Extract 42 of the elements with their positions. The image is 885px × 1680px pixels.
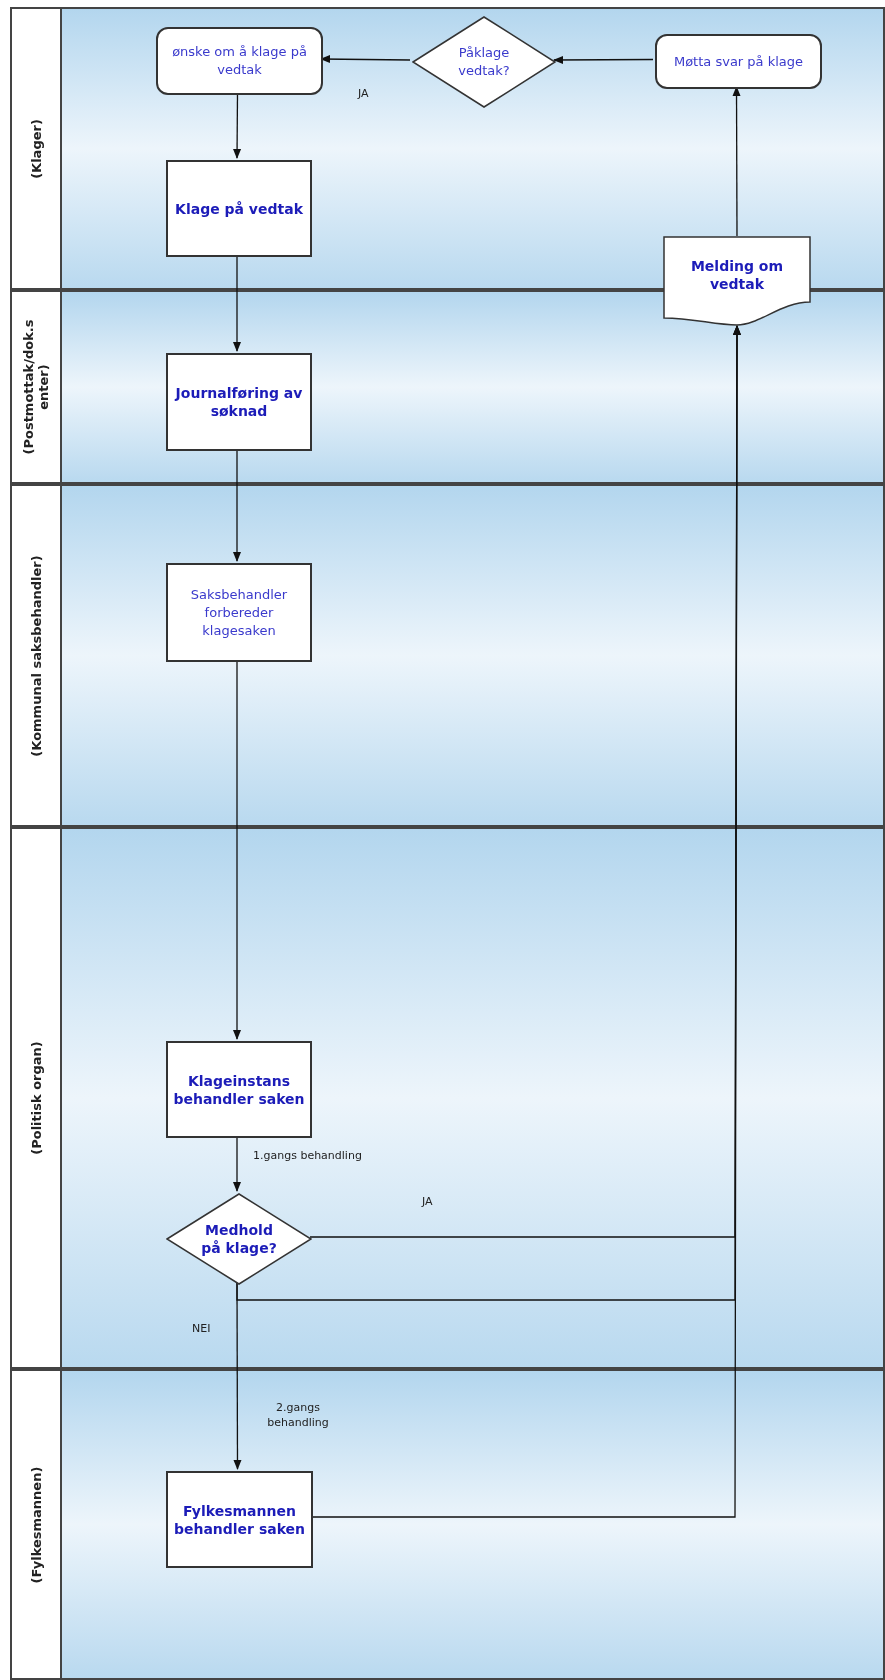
swimlane xyxy=(10,484,885,827)
arrow xyxy=(233,659,241,1040)
arrow xyxy=(233,448,241,562)
swimlane xyxy=(10,1369,885,1680)
arrow xyxy=(233,1135,241,1192)
box-label: Påklage vedtak? xyxy=(457,44,511,80)
process-box xyxy=(166,1041,312,1138)
box-label: Medhold på klage? xyxy=(200,1221,278,1257)
box-label: Klageinstans behandler saken xyxy=(172,1071,306,1108)
arrow xyxy=(732,86,741,237)
lane-label: (Politisk organ) xyxy=(28,1040,44,1157)
process-box xyxy=(166,160,312,257)
process-box xyxy=(166,563,312,662)
arrow xyxy=(310,325,741,1518)
edge-label: JA xyxy=(422,1194,433,1209)
rounded-process-box xyxy=(655,34,822,89)
process-box xyxy=(166,1471,313,1568)
lane-label: (Klager) xyxy=(28,117,44,181)
rounded-process-box xyxy=(156,27,323,95)
lane-label: (Fylkesmannen) xyxy=(28,1465,44,1585)
box-label: Klage på vedtak xyxy=(174,199,304,218)
edge-label: JA xyxy=(358,86,369,101)
box-label: Melding om vedtak xyxy=(689,257,785,293)
lane-label: (Kommunal saksbehandler) xyxy=(28,553,44,759)
box-label: ønske om å klage på vedtak xyxy=(171,43,308,79)
box-label: Fylkesmannen behandler saken xyxy=(172,1501,307,1538)
box-label: Journalføring av søknad xyxy=(173,384,304,420)
document-shape xyxy=(663,236,811,326)
edge-label: 1.gangs behandling xyxy=(253,1148,362,1163)
note-label: 2.gangs behandling xyxy=(266,1400,330,1430)
arrow xyxy=(553,55,654,64)
arrow xyxy=(320,55,411,64)
process-box xyxy=(166,353,312,451)
swimlane xyxy=(10,827,885,1369)
edge-label: NEI xyxy=(192,1321,211,1336)
box-label: Møtta svar på klage xyxy=(672,52,805,71)
arrow xyxy=(233,92,242,159)
lane-label: (Postmottak/dok.s enter) xyxy=(21,318,51,457)
box-label: Saksbehandler forbereder klagesaken xyxy=(189,585,289,640)
arrow xyxy=(233,254,241,352)
decision-diamond xyxy=(412,16,556,108)
decision-diamond xyxy=(166,1193,312,1285)
